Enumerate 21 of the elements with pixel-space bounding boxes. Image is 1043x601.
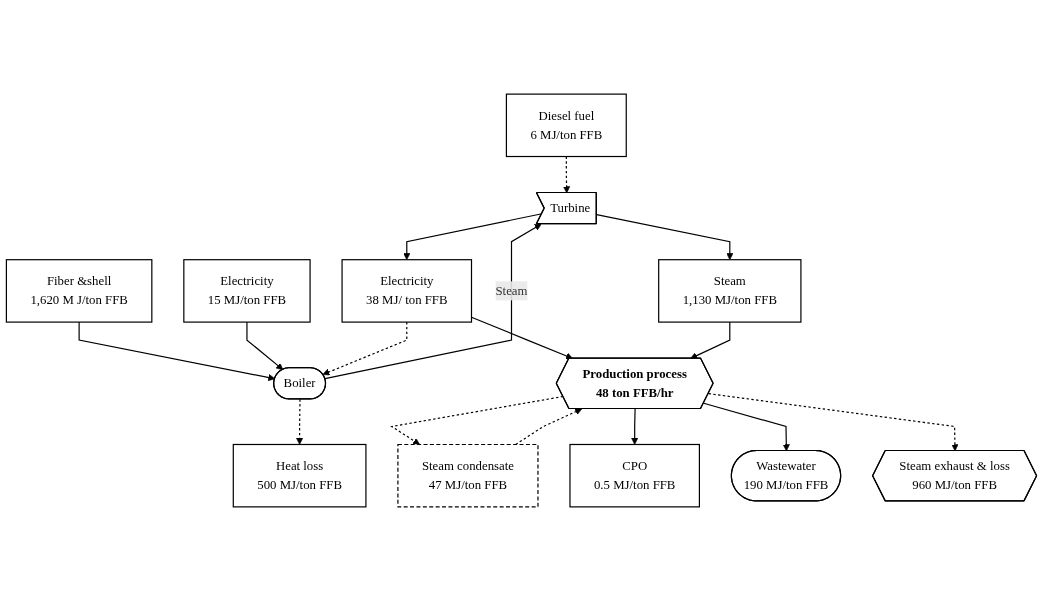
node-box: Heat loss 500 MJ/ton FFB	[232, 443, 367, 508]
arrow	[390, 395, 564, 445]
node-box: CPO 0.5 MJ/ton FFB	[569, 443, 700, 508]
node-box: Electricity 38 MJ/ ton FFB	[341, 259, 473, 323]
edge-label: Steam	[495, 283, 528, 298]
arrow	[322, 321, 408, 376]
arrow	[631, 408, 639, 445]
node-box: Electricity 15 MJ/ton FFB	[183, 259, 311, 323]
arrow	[596, 214, 734, 260]
node-box: Diesel fuel 6 MJ/ton FFB	[505, 93, 627, 158]
arrow	[324, 223, 542, 380]
node-box: Steam condensate 47 MJ/ton FFB	[397, 443, 539, 508]
arrow	[707, 393, 959, 452]
arrow	[296, 398, 304, 445]
node-box: Steam 1,130 MJ/ton FFB	[658, 259, 802, 323]
arrow	[690, 321, 731, 359]
arrow	[703, 402, 790, 452]
arrow	[78, 321, 276, 381]
node-box: Fiber &shell 1,620 M J/ton FFB	[5, 259, 153, 323]
arrow	[515, 408, 583, 446]
arrow	[246, 321, 284, 370]
